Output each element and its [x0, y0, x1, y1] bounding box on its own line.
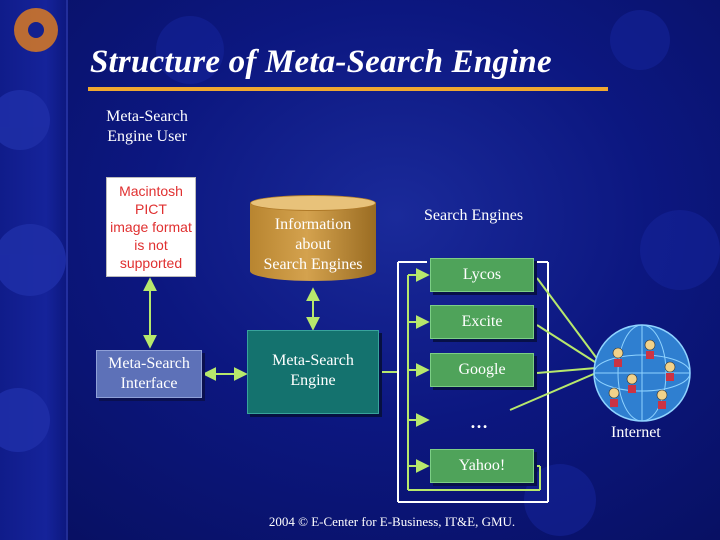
gear-icon-background	[156, 10, 720, 536]
engine-line1: Meta-Search	[272, 352, 354, 369]
user-label-line2: Engine User	[107, 128, 187, 145]
more-engines-ellipsis: …	[470, 412, 488, 432]
ellipsis-internet-link	[509, 372, 597, 411]
engine-line2: Engine	[290, 372, 336, 389]
meta-search-interface-box: Meta-Search Interface	[96, 350, 202, 398]
database-label-line1: Information	[274, 216, 352, 233]
search-engine-excite: Excite	[430, 305, 534, 339]
google-internet-link	[536, 367, 597, 374]
pict-line3: is not supported	[119, 237, 183, 271]
meta-search-engine-box: Meta-Search Engine	[247, 330, 379, 414]
page-title: Structure of Meta-Search Engine	[90, 44, 552, 80]
user-label: Meta-Search Engine User	[92, 107, 202, 147]
gear-icon-left	[0, 90, 66, 452]
interface-line2: Interface	[120, 375, 178, 392]
database-label-line2: about	[295, 236, 331, 253]
pict-line1: Macintosh PICT	[119, 183, 183, 217]
user-image-placeholder: Macintosh PICT image format is not suppo…	[106, 177, 196, 277]
internet-label: Internet	[611, 424, 661, 441]
interface-line1: Meta-Search	[108, 355, 190, 372]
search-engine-yahoo: Yahoo!	[430, 449, 534, 483]
title-underline	[88, 87, 608, 91]
excite-internet-link	[536, 324, 599, 365]
pict-line2: image format	[110, 219, 192, 235]
internet-globe-icon	[593, 324, 691, 422]
footer-copyright: 2004 © E-Center for E-Business, IT&E, GM…	[268, 514, 516, 529]
database-body	[250, 203, 376, 281]
database-label: Information about Search Engines	[250, 215, 376, 275]
side-divider	[66, 0, 68, 540]
gear-hole-top	[28, 22, 44, 38]
search-engines-heading: Search Engines	[424, 207, 524, 224]
search-engine-info-database: Information about Search Engines	[250, 195, 376, 287]
database-label-line3: Search Engines	[263, 256, 363, 273]
search-engine-lycos: Lycos	[430, 258, 534, 292]
lycos-internet-link	[536, 277, 599, 361]
user-label-line1: Meta-Search	[106, 108, 188, 125]
search-engine-google: Google	[430, 353, 534, 387]
database-top	[250, 195, 376, 211]
